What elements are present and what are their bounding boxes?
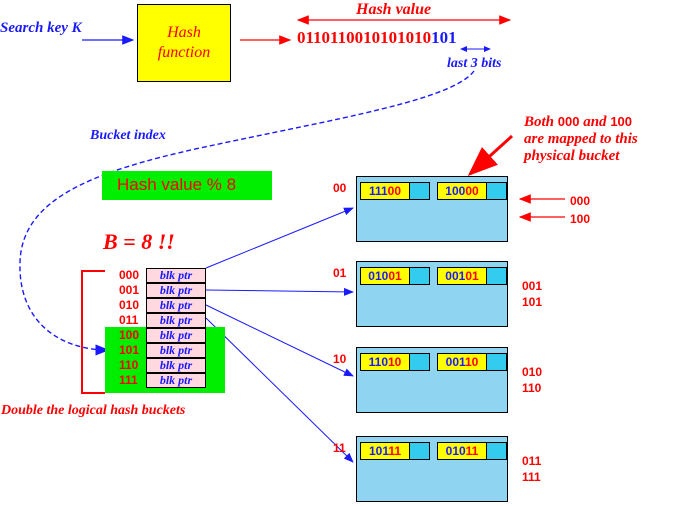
note-line-2: are mapped to this: [524, 131, 638, 147]
bucket-hash-label: 000: [570, 194, 591, 208]
note-and: and: [583, 114, 607, 130]
bucket-hash-label: 101: [522, 295, 543, 309]
directory-ptr-110: blk ptr: [146, 358, 206, 373]
search-key-label: Search key K: [0, 20, 82, 36]
record-key: 10000: [438, 183, 487, 199]
record-key-prefix: 010: [368, 269, 389, 283]
hash-function-box: Hash function: [137, 4, 231, 82]
bucket-record: 11010: [360, 353, 430, 371]
record-key-prefix: 101: [368, 444, 389, 458]
note-000: 000: [557, 114, 580, 129]
record-key-suffix: 00: [465, 184, 479, 198]
directory-label-000: 000: [119, 268, 140, 282]
bucket-index-01: 01: [333, 266, 347, 280]
hash-value-title: Hash value: [356, 1, 432, 18]
ptr-arrow-011: [205, 317, 354, 463]
directory-label-011: 011: [119, 313, 139, 327]
hash-value-suffix: 101: [431, 28, 457, 47]
directory-ptr-001: blk ptr: [146, 283, 206, 298]
ptr-arrow-010: [205, 304, 354, 377]
record-key: 10111: [361, 443, 410, 459]
bucket-index-00: 00: [333, 181, 347, 195]
hash-mod-label: Hash value % 8: [117, 175, 237, 194]
record-key-prefix: 001: [445, 269, 466, 283]
record-key-prefix: 100: [445, 184, 466, 198]
bucket-hash-label: 010: [522, 365, 543, 379]
double-bracket: [81, 270, 105, 394]
directory-label-010: 010: [119, 298, 140, 312]
record-key-suffix: 10: [388, 355, 402, 369]
directory-label-100: 100: [119, 328, 140, 342]
bucket-record: 01011: [437, 442, 507, 460]
note-both: Both: [524, 114, 555, 130]
directory-label-101: 101: [119, 343, 140, 357]
bucket-record: 01001: [360, 267, 430, 285]
record-key-prefix: 111: [368, 184, 388, 198]
record-key-suffix: 11: [465, 444, 479, 458]
bucket-record: 00101: [437, 267, 507, 285]
bucket-hash-label: 110: [522, 381, 542, 395]
directory-ptr-111: blk ptr: [146, 373, 206, 388]
bucket-record: 00110: [437, 353, 507, 371]
bucket-record: 10111: [360, 442, 430, 460]
bucket-index-label: Bucket index: [90, 128, 166, 143]
directory-ptr-000: blk ptr: [146, 268, 206, 283]
b-equals-label: B = 8 !!: [103, 229, 175, 254]
bucket-hash-label: 011: [522, 454, 542, 468]
record-key-suffix: 01: [465, 269, 479, 283]
last-bits-label: last 3 bits: [447, 56, 502, 71]
record-key-prefix: 010: [445, 444, 466, 458]
directory-label-001: 001: [119, 283, 140, 297]
bucket-record: 10000: [437, 182, 507, 200]
note-pointer-arrow: [467, 134, 514, 177]
bucket-hash-label: 001: [522, 279, 543, 293]
directory-ptr-010: blk ptr: [146, 298, 206, 313]
record-key: 00110: [438, 354, 487, 370]
bucket-index-10: 10: [333, 352, 347, 366]
hash-value-prefix: 0110110010101010: [297, 28, 432, 47]
record-key-suffix: 11: [388, 444, 402, 458]
hash-mod-box: [102, 171, 272, 200]
record-key: 00101: [438, 268, 487, 284]
bucket-hash-label: 111: [522, 470, 541, 484]
bucket-record: 11100: [360, 182, 430, 200]
record-key-prefix: 110: [368, 355, 388, 369]
hash-function-label-2: function: [157, 44, 211, 61]
double-note: Double the logical hash buckets: [1, 403, 186, 418]
record-key: 01001: [361, 268, 410, 284]
record-key-suffix: 00: [387, 184, 402, 198]
ptr-arrow-000: [205, 207, 354, 269]
directory-ptr-011: blk ptr: [146, 313, 206, 328]
record-key-suffix: 01: [388, 269, 402, 283]
record-key-prefix: 001: [445, 355, 465, 369]
directory-label-111: 111: [119, 373, 138, 387]
note-100: 100: [610, 114, 633, 129]
hash-value-bits: 0110110010101010101: [297, 28, 457, 48]
directory-ptr-100: blk ptr: [146, 328, 206, 343]
note-line-3: physical bucket: [524, 148, 620, 164]
record-key: 11010: [361, 354, 410, 370]
hash-function-label-1: Hash: [167, 24, 201, 41]
bucket-hash-label: 100: [570, 212, 591, 226]
ptr-arrow-001: [205, 287, 354, 296]
bucket-index-11: 11: [333, 441, 346, 455]
directory-label-110: 110: [119, 358, 139, 372]
record-key-suffix: 10: [465, 355, 479, 369]
record-key: 11100: [361, 183, 410, 199]
directory-ptr-101: blk ptr: [146, 343, 206, 358]
record-key: 01011: [438, 443, 487, 459]
mapping-note: Both 000 and 100 are mapped to this phys…: [524, 113, 638, 165]
